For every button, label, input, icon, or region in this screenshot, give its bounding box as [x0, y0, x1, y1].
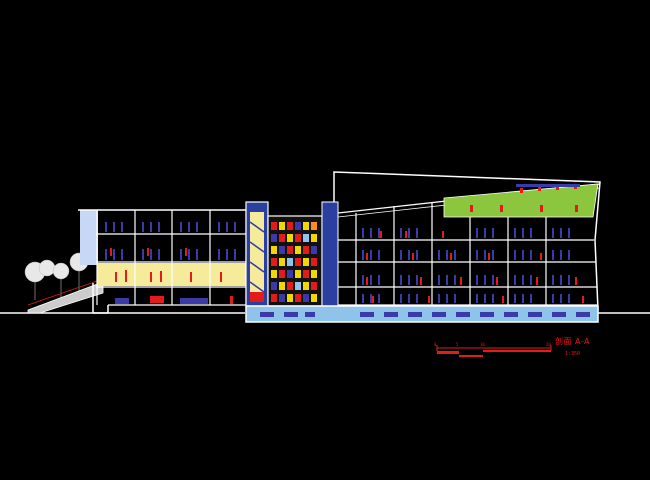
right-wing [333, 171, 601, 311]
stair-tower [245, 201, 269, 307]
scale-tick-0: 0 [434, 342, 437, 347]
scale-tick-5: 5 [456, 342, 459, 347]
section-title: 剖面 A-A [555, 337, 591, 346]
right-shelving [362, 228, 570, 303]
roof-garden [443, 183, 599, 218]
scale-bar [436, 345, 552, 357]
elevator-core [321, 201, 339, 323]
scale-tick-10: 10 [480, 342, 485, 347]
scale-ratio: 1:350 [565, 351, 581, 357]
roof-garden-seating [516, 184, 580, 187]
right-people [366, 184, 584, 303]
basement-parking [245, 305, 599, 323]
scale-tick-20: 20 [546, 342, 551, 347]
left-wing [78, 209, 247, 306]
book-stack-atrium [267, 215, 323, 307]
left-shelving [105, 222, 236, 304]
left-facade-glazing [80, 210, 98, 265]
left-people [110, 248, 233, 304]
